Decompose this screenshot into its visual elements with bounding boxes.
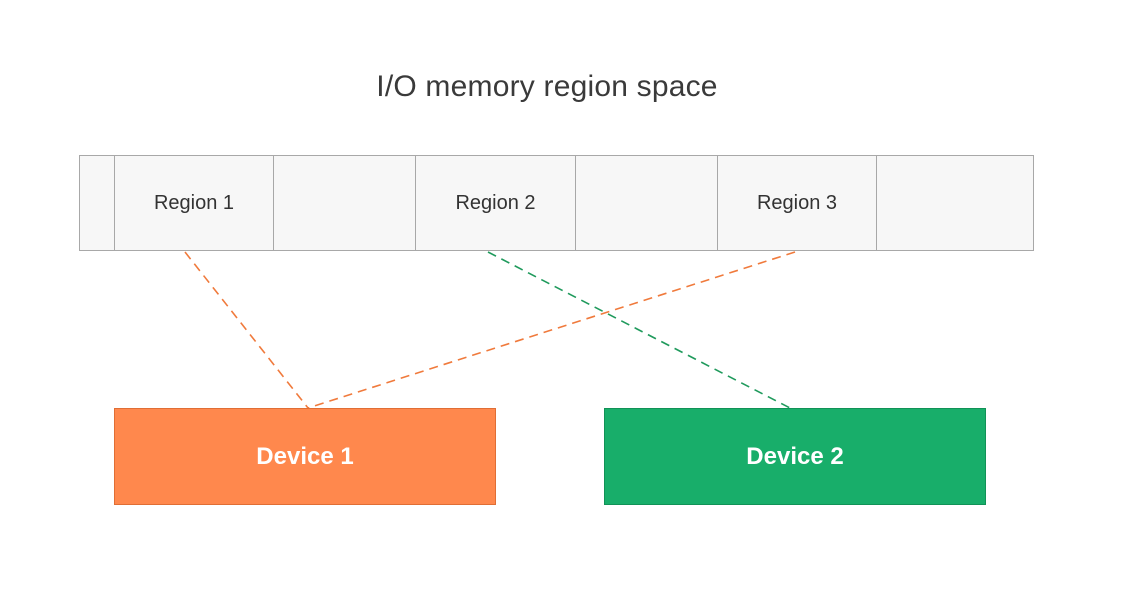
device-1-label: Device 1 [256, 442, 354, 470]
device-1-box: Device 1 [114, 408, 496, 505]
memory-region-2: Region 2 [415, 156, 575, 250]
memory-segment-unlabeled [876, 156, 1033, 250]
memory-region-1: Region 1 [114, 156, 273, 250]
diagram-title: I/O memory region space [376, 70, 718, 103]
memory-segment-unlabeled [273, 156, 415, 250]
device-2-label: Device 2 [746, 442, 844, 470]
connector-region-3-device-1 [307, 251, 796, 409]
memory-region-space: Region 1 Region 2 Region 3 [79, 155, 1034, 251]
memory-segment-unlabeled [575, 156, 717, 250]
device-2-box: Device 2 [604, 408, 986, 505]
memory-region-3: Region 3 [717, 156, 876, 250]
connector-region-2-device-2 [487, 251, 791, 409]
memory-segment-unlabeled [80, 156, 114, 250]
connector-region-1-device-1 [184, 251, 309, 409]
